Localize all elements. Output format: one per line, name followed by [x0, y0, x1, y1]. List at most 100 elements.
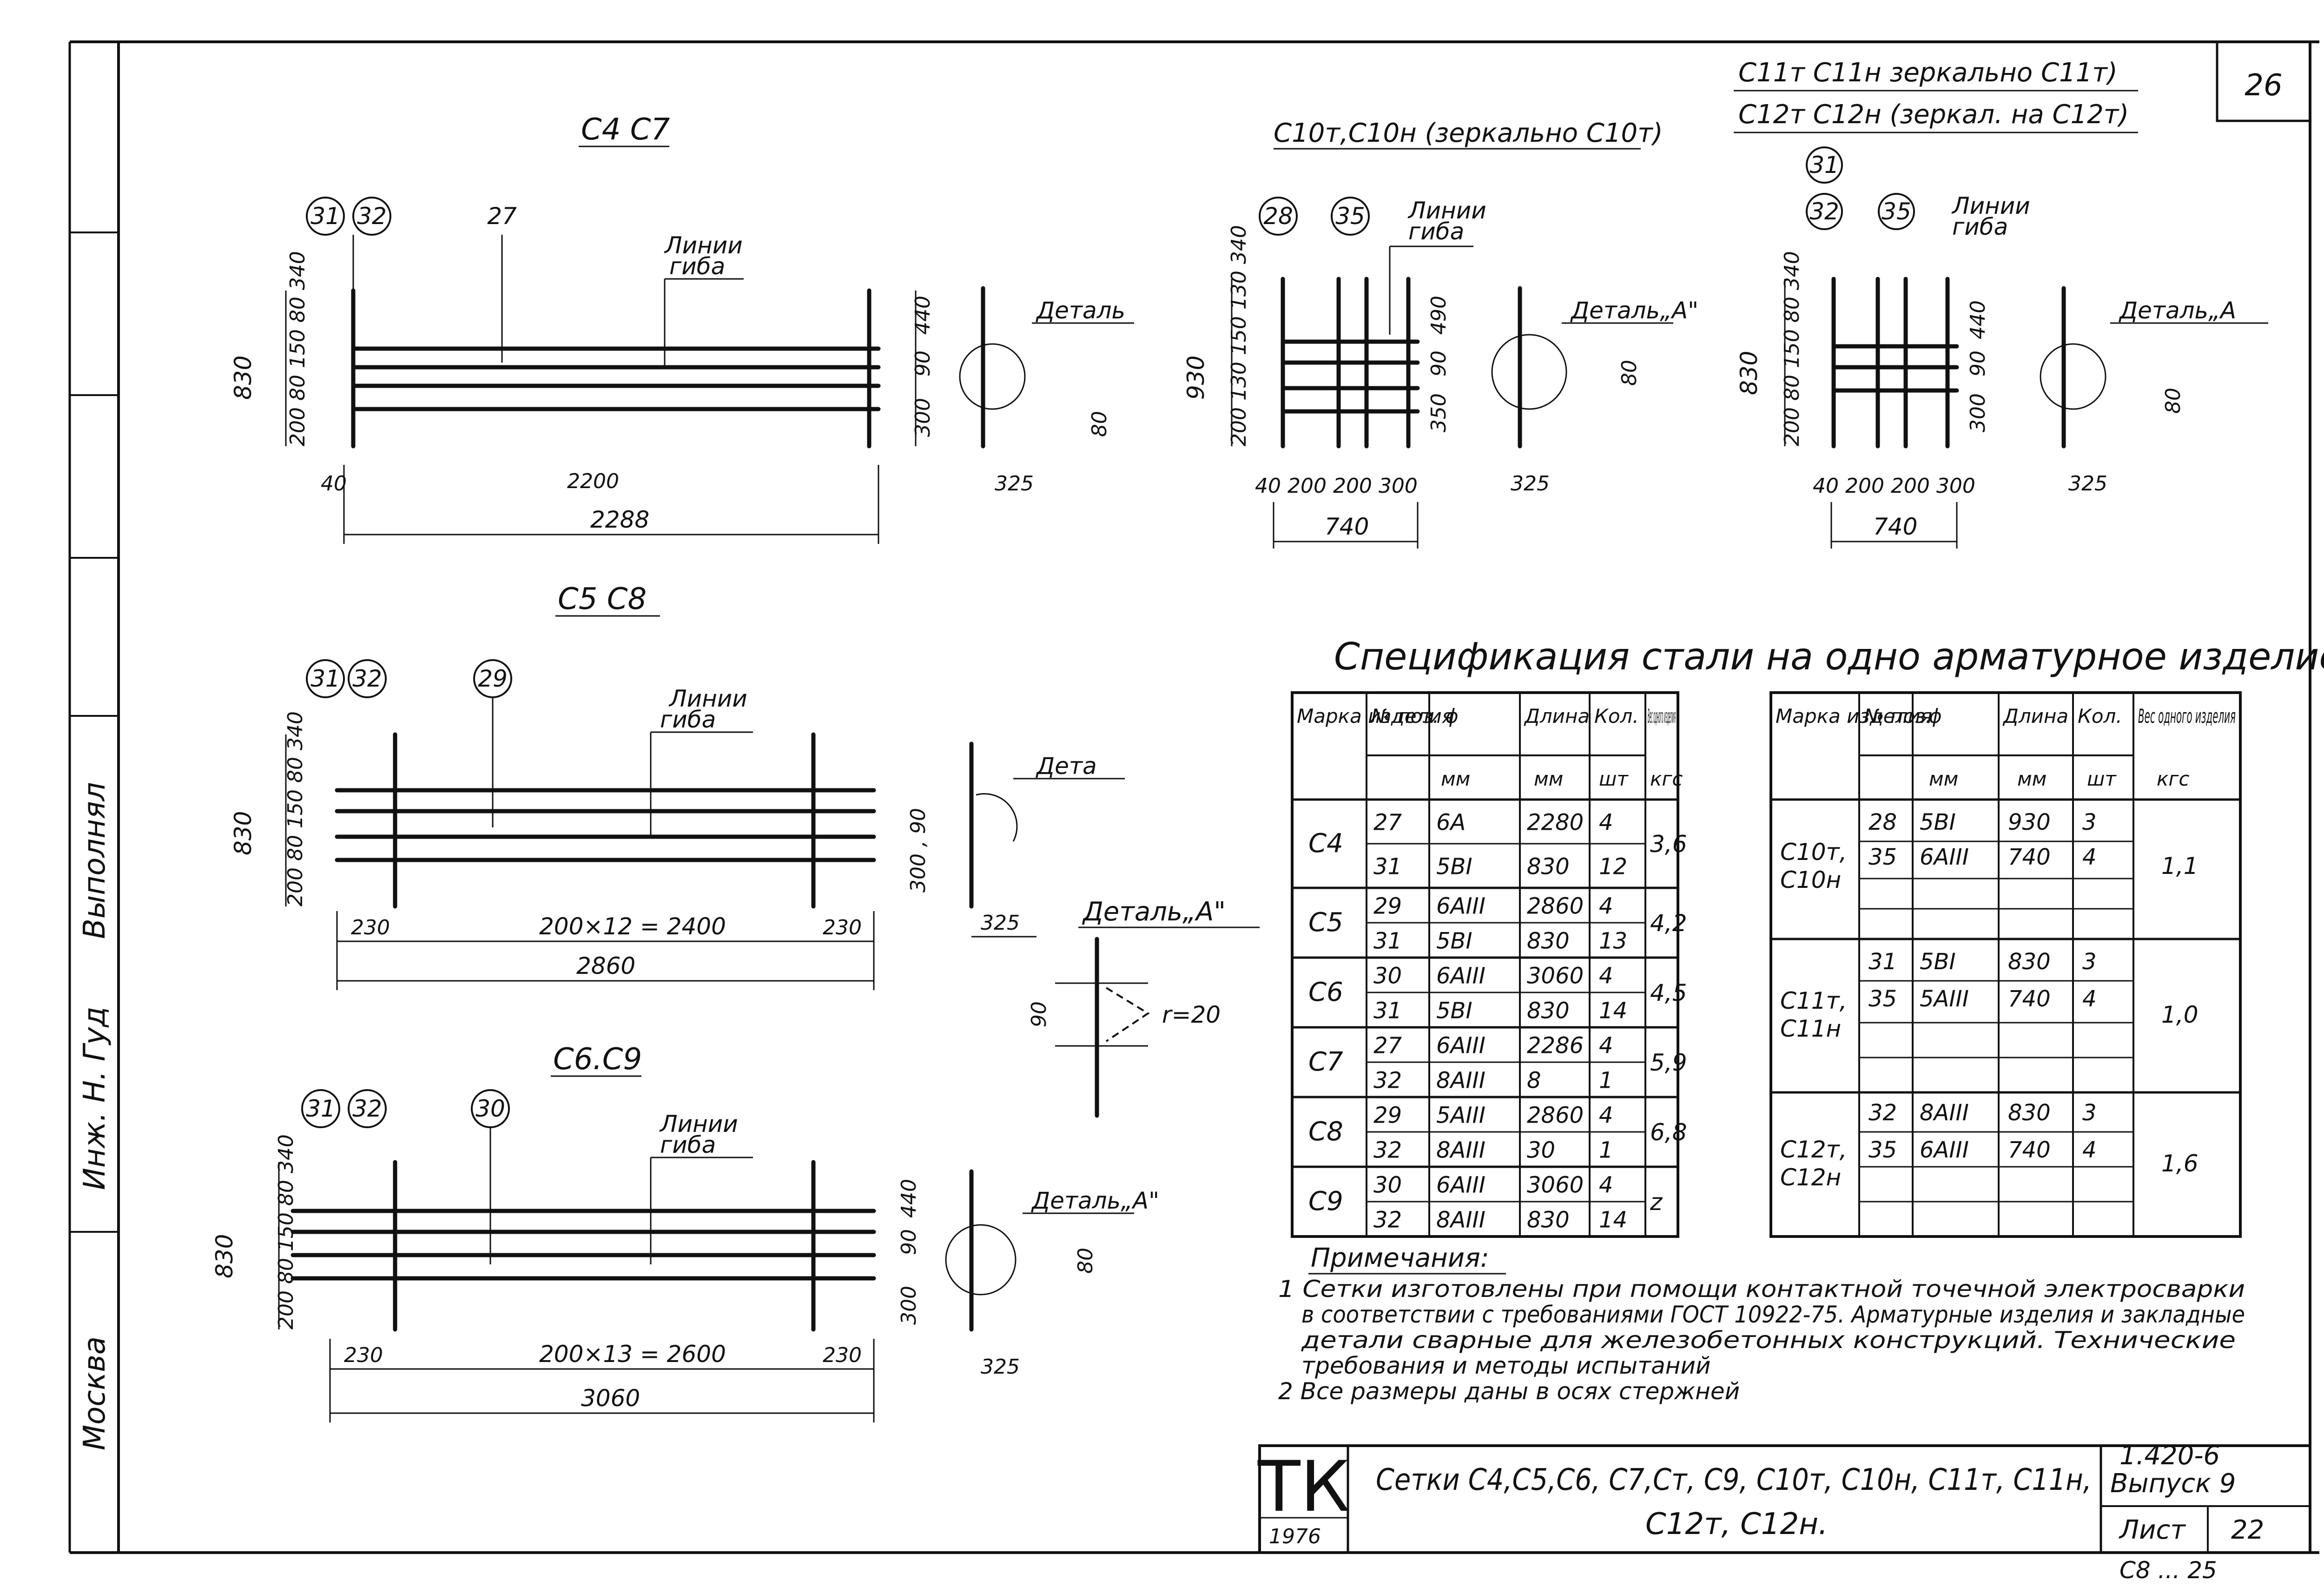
pos-marker-31: [306, 197, 345, 236]
dim-right: 300: [897, 1286, 921, 1325]
dim-height-parts: 200 80 150 80 340: [274, 1134, 298, 1329]
spec-mark: С4: [1308, 828, 1343, 859]
pos-label: 32: [1809, 198, 1839, 225]
title-c12: С12т С12н (зеркал. на С12т): [1738, 99, 2129, 130]
dim-right: 90: [1427, 350, 1451, 377]
spec-unit: кгс: [2157, 767, 2190, 790]
spec-cell: 4: [1599, 893, 1613, 919]
detail-label: Деталь„А": [1570, 297, 1698, 324]
dim-end: 230: [351, 916, 390, 939]
title-line-1: Сетки С4,С5,С6, С7,Ст, С9, С10т, С10н, С…: [1376, 1463, 2092, 1497]
spec-cell: 830: [1527, 998, 1570, 1024]
spec-unit: мм: [2017, 767, 2047, 790]
spec-cell: 4: [1599, 1033, 1613, 1059]
spec-cell: 29: [1373, 1103, 1402, 1129]
spec-cell: 6AIII: [1920, 844, 1969, 870]
spec-cell: 4: [2082, 986, 2097, 1012]
title-c6c9: С6.С9: [553, 1042, 642, 1077]
spec-cell: 4: [2082, 1137, 2097, 1163]
spec-cell: 32: [1373, 1068, 1402, 1094]
spec-cell: 830: [2008, 949, 2051, 975]
spec-cell: 4: [1599, 963, 1613, 989]
bend-label: гиба: [660, 706, 716, 733]
spec-cell: 6A: [1436, 810, 1466, 836]
dim-inner: 200×12 = 2400: [539, 913, 726, 940]
sheet-label: Лист: [2119, 1515, 2186, 1545]
dim-end: 230: [823, 916, 862, 939]
spec-weight: 5,9: [1650, 1049, 1687, 1076]
spec-mark: С5: [1308, 907, 1343, 938]
spec-cell: 5BI: [1920, 949, 1956, 975]
note-line: 1 Сетки изготовлены при помощи контактно…: [1278, 1276, 2245, 1303]
spec-cell: 3: [2082, 949, 2097, 975]
spec-header: Кол.: [1594, 705, 1639, 727]
spec-cell: 830: [2008, 1100, 2051, 1126]
sheet-number-top: 26: [2245, 68, 2282, 103]
spec-cell: 930: [2008, 809, 2051, 835]
spec-cell: 32: [1373, 1207, 1402, 1233]
notes-heading: Примечания:: [1311, 1243, 1489, 1273]
dim-bottom: 40 200 200 300: [1813, 474, 1975, 498]
bend-label: гиба: [1952, 213, 2008, 240]
spec-cell: 2860: [1527, 893, 1584, 919]
spec-cell: 28: [1868, 809, 1897, 835]
spec-cell: 3060: [1527, 963, 1584, 989]
spec-cell: 14: [1599, 998, 1627, 1024]
spec-cell: 8AIII: [1436, 1137, 1486, 1164]
detail-dim: 80: [1074, 1248, 1097, 1274]
spec-cell: 5AIII: [1436, 1103, 1486, 1129]
detail-a: Деталь„А" 325 90 r=20: [971, 897, 1260, 1118]
detail-dim: 80: [1618, 360, 1641, 386]
spec-header: Марка изделия: [1297, 705, 1453, 727]
spec-table-right: [1769, 691, 2242, 1238]
spec-mark: С7: [1308, 1047, 1343, 1077]
side-city: Москва: [78, 1336, 112, 1450]
dim-right: 90: [1966, 350, 1990, 377]
spec-cell: 31: [1373, 998, 1402, 1024]
dim-right: 300: [911, 398, 935, 437]
dim-end: 230: [823, 1343, 862, 1367]
spec-weight: 4,5: [1650, 979, 1687, 1006]
spec-mark: С11т,: [1780, 987, 1847, 1014]
spec-unit: мм: [1534, 767, 1563, 790]
spec-unit: мм: [1929, 767, 1958, 790]
detail-dim: 325: [2068, 472, 2107, 496]
spec-unit: мм: [1441, 767, 1470, 790]
tk-logo: ТК: [1257, 1447, 1350, 1527]
spec-cell: 4: [1599, 810, 1613, 836]
spec-cell: 32: [1868, 1100, 1897, 1126]
spec-cell: 5AIII: [1920, 986, 1969, 1012]
spec-cell: 8AIII: [1920, 1100, 1969, 1126]
spec-cell: 3: [2082, 1100, 2097, 1126]
spec-cell: 2860: [1527, 1103, 1584, 1129]
pos-label: 28: [1263, 203, 1293, 230]
spec-mark: С8: [1308, 1117, 1343, 1147]
drawing-c6c9: С6.С9 31 32 30 Линии гиба 830 200 80 150…: [211, 1042, 1159, 1422]
detail-label: Дета: [1036, 753, 1097, 780]
bend-label: Линии: [668, 685, 747, 712]
bend-label: Линии: [659, 1111, 738, 1137]
dim-total: 740: [1873, 513, 1917, 540]
title-c11: С11т С11н зеркально С11т): [1738, 58, 2118, 88]
dim-height-parts: 200 80 150 80 340: [1780, 251, 1804, 446]
dim-right: 90: [897, 1229, 921, 1255]
spec-mark: С10н: [1780, 866, 1841, 893]
spec-weight: 4,2: [1650, 910, 1687, 937]
pos-label: 31: [1809, 152, 1839, 179]
spec-mark: С12н: [1780, 1164, 1841, 1191]
pos-label: 29: [478, 665, 508, 692]
dim-total: 3060: [581, 1385, 640, 1412]
spec-header: ϕ: [1446, 705, 1459, 727]
detail-dim: 80: [1088, 411, 1111, 437]
detail-label: Деталь: [1036, 297, 1125, 324]
spec-weight: 1,1: [2161, 853, 2199, 879]
spec-header: Длина: [1524, 705, 1590, 727]
note-line: требования и методы испытаний: [1301, 1352, 1710, 1379]
note-line: 2 Все размеры даны в осях стержней: [1278, 1378, 1740, 1405]
title-line-2: С12т, С12н.: [1645, 1507, 1828, 1541]
note-line: детали сварные для железобетонных констр…: [1301, 1327, 2236, 1354]
spec-header: № поз.: [1370, 705, 1439, 727]
spec-cell: 31: [1373, 928, 1402, 954]
dim-height-parts: 200 130 150 130 340: [1227, 225, 1251, 446]
bend-label: Линии: [1407, 197, 1486, 224]
